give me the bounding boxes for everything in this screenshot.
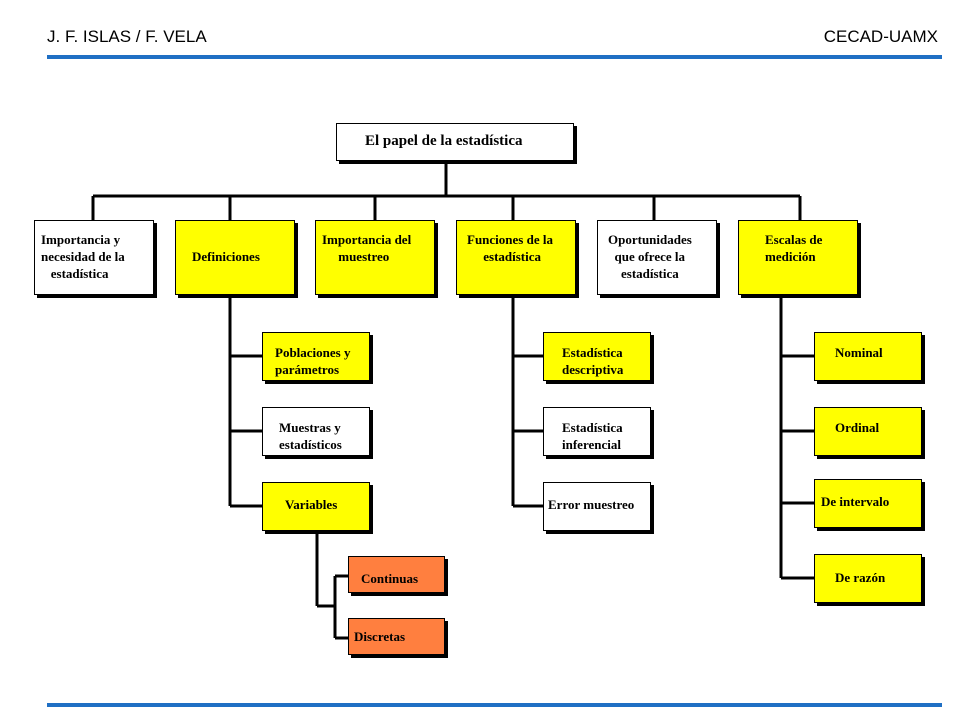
node-continuas: Continuas <box>348 556 445 593</box>
node-de-intervalo: De intervalo <box>814 479 922 528</box>
bottom-rule <box>47 703 942 707</box>
node-ordinal: Ordinal <box>814 407 922 456</box>
node-estadistica-inferencial: Estadística inferencial <box>543 407 651 456</box>
node-muestras: Muestras y estadísticos <box>262 407 370 456</box>
node-definiciones: Definiciones <box>175 220 295 295</box>
node-de-razon: De razón <box>814 554 922 603</box>
header-institution: CECAD-UAMX <box>823 27 938 46</box>
node-escalas: Escalas de medición <box>738 220 858 295</box>
node-funciones: Funciones de la estadística <box>456 220 576 295</box>
node-oportunidades: Oportunidades que ofrece la estadística <box>597 220 717 295</box>
header-authors: J. F. ISLAS / F. VELA <box>47 27 207 46</box>
node-variables: Variables <box>262 482 370 531</box>
node-poblaciones: Poblaciones y parámetros <box>262 332 370 381</box>
node-error-muestreo: Error muestreo <box>543 482 651 531</box>
node-discretas: Discretas <box>348 618 445 655</box>
root-node: El papel de la estadística <box>336 123 574 161</box>
node-importancia-necesidad: Importancia y necesidad de la estadístic… <box>34 220 154 295</box>
node-nominal: Nominal <box>814 332 922 381</box>
node-importancia-muestreo: Importancia del muestreo <box>315 220 435 295</box>
node-estadistica-descriptiva: Estadística descriptiva <box>543 332 651 381</box>
top-rule <box>47 55 942 59</box>
